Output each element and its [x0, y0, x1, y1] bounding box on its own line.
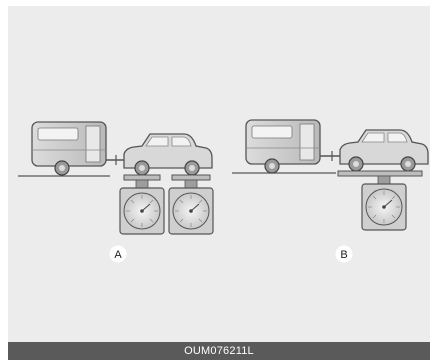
label-a-badge	[109, 245, 127, 263]
label-b: B	[340, 249, 347, 261]
scale-platform-rear-a	[171, 174, 211, 181]
label-a: A	[114, 249, 122, 261]
scene-b: B	[232, 119, 429, 263]
scale-platform-b	[337, 170, 423, 177]
scale-dial-a1	[119, 187, 165, 235]
car-b	[339, 129, 429, 172]
scale-platform-front-a	[123, 174, 161, 181]
label-b-badge	[335, 245, 353, 263]
scene-a: A	[18, 121, 214, 263]
figure-caption: OUM076211L	[8, 342, 430, 360]
trailer-a	[31, 121, 107, 176]
car-a	[123, 133, 213, 176]
scale-dial-a2	[168, 187, 214, 235]
trailer-b	[245, 119, 321, 174]
scale-dial-b	[361, 183, 407, 231]
